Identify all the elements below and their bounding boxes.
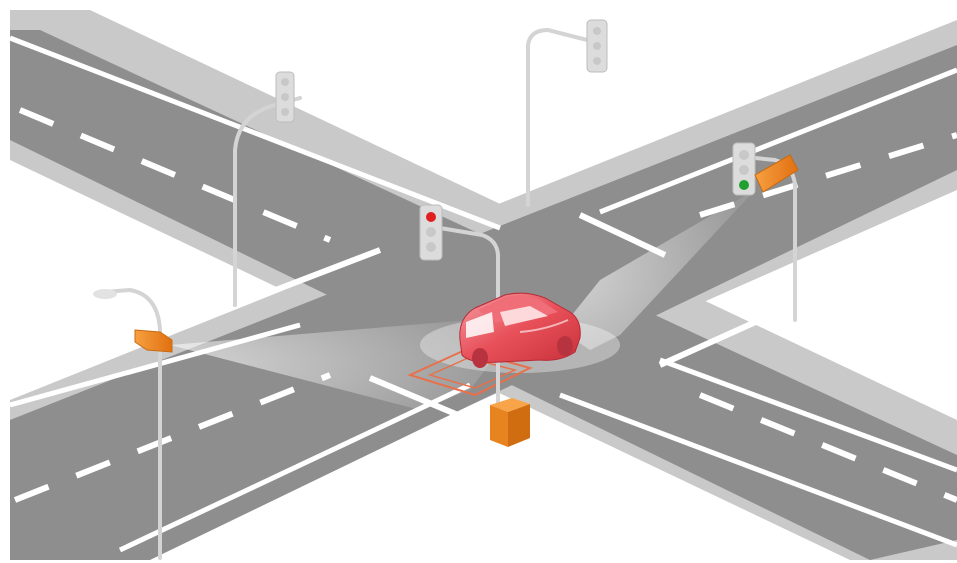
detection-loop-inner [427,357,518,389]
green-signal-icon [739,180,749,190]
lane-dashes [13,107,957,503]
sensor-beam-left [170,320,500,410]
red-car [459,292,581,368]
traffic-light-top-left [275,71,295,123]
traffic-light-right [732,142,756,196]
traffic-light-center [419,204,443,261]
sensor-left [134,329,173,353]
sensor-right [754,154,799,193]
traffic-light-top-center [586,19,608,73]
red-signal-icon [426,212,436,222]
sensor-beam-right [560,190,755,350]
detection-loop [407,348,533,397]
street-lamp-head [93,289,117,299]
ground-sensor-box [490,398,530,447]
road-b [10,45,957,560]
road-edges [8,35,957,553]
